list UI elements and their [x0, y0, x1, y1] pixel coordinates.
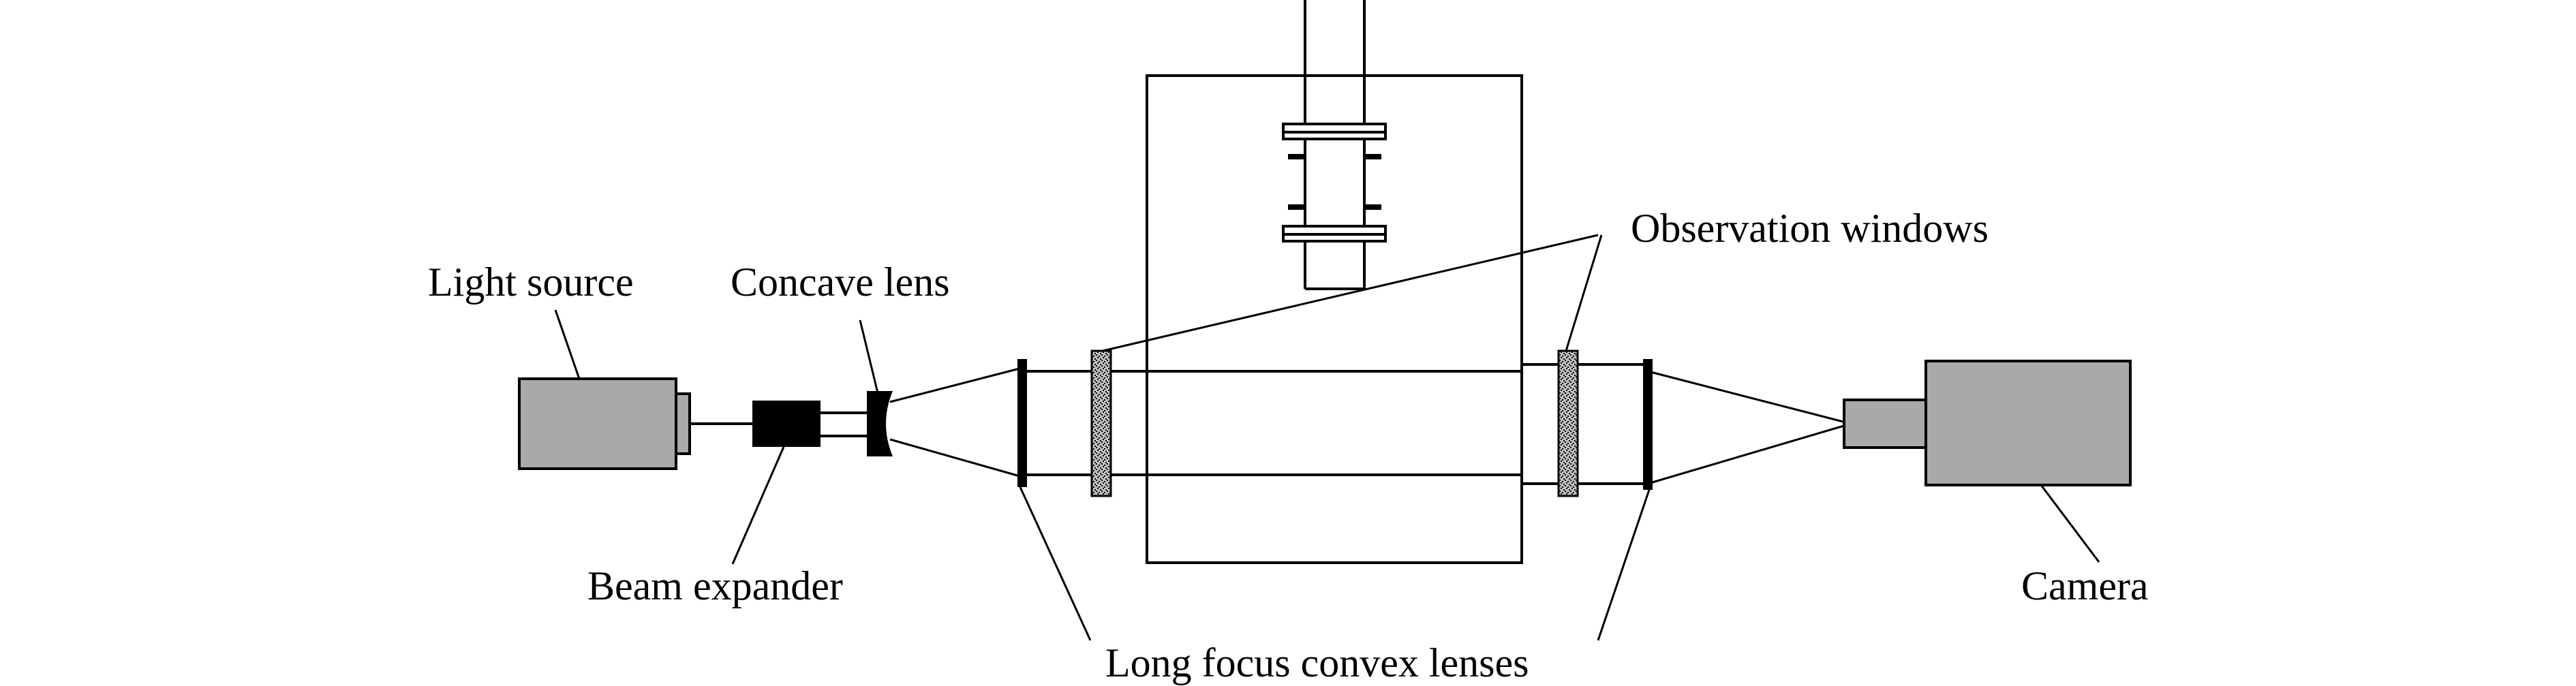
diverging-beam: [889, 367, 1023, 478]
leader-beam-expander: [731, 446, 785, 565]
leader-concave-lens: [859, 319, 880, 399]
concave-lens: [867, 391, 893, 456]
label-long-focus-convex-lenses: Long focus convex lenses: [1105, 640, 1529, 685]
convex-lens-right: [1643, 359, 1653, 490]
leader-observation-window-left: [1102, 234, 1599, 352]
leader-lines: [554, 234, 2100, 641]
beam-expander: [752, 401, 821, 447]
leader-convex-lens-right: [1597, 489, 1651, 641]
label-light-source: Light source: [428, 260, 634, 305]
beam-expander-output-lines: [821, 411, 867, 437]
leader-camera: [2040, 484, 2100, 563]
camera: [1843, 360, 2132, 486]
leader-light-source: [554, 309, 581, 379]
observation-window-right: [1557, 349, 1579, 497]
observation-window-left: [1090, 349, 1112, 497]
leader-observation-window-right: [1565, 234, 1603, 352]
test-chamber: [1146, 74, 1523, 564]
parallel-beam: [1022, 363, 1648, 485]
converging-beam: [1647, 370, 1852, 485]
label-concave-lens: Concave lens: [731, 260, 950, 305]
label-camera: Camera: [2021, 563, 2149, 608]
label-observation-windows: Observation windows: [1631, 206, 1989, 251]
label-beam-expander: Beam expander: [587, 563, 843, 608]
vertical-pipe: [1282, 0, 1387, 290]
convex-lens-left: [1017, 359, 1027, 487]
leader-convex-lens-left: [1019, 486, 1092, 641]
light-source: [518, 377, 691, 470]
